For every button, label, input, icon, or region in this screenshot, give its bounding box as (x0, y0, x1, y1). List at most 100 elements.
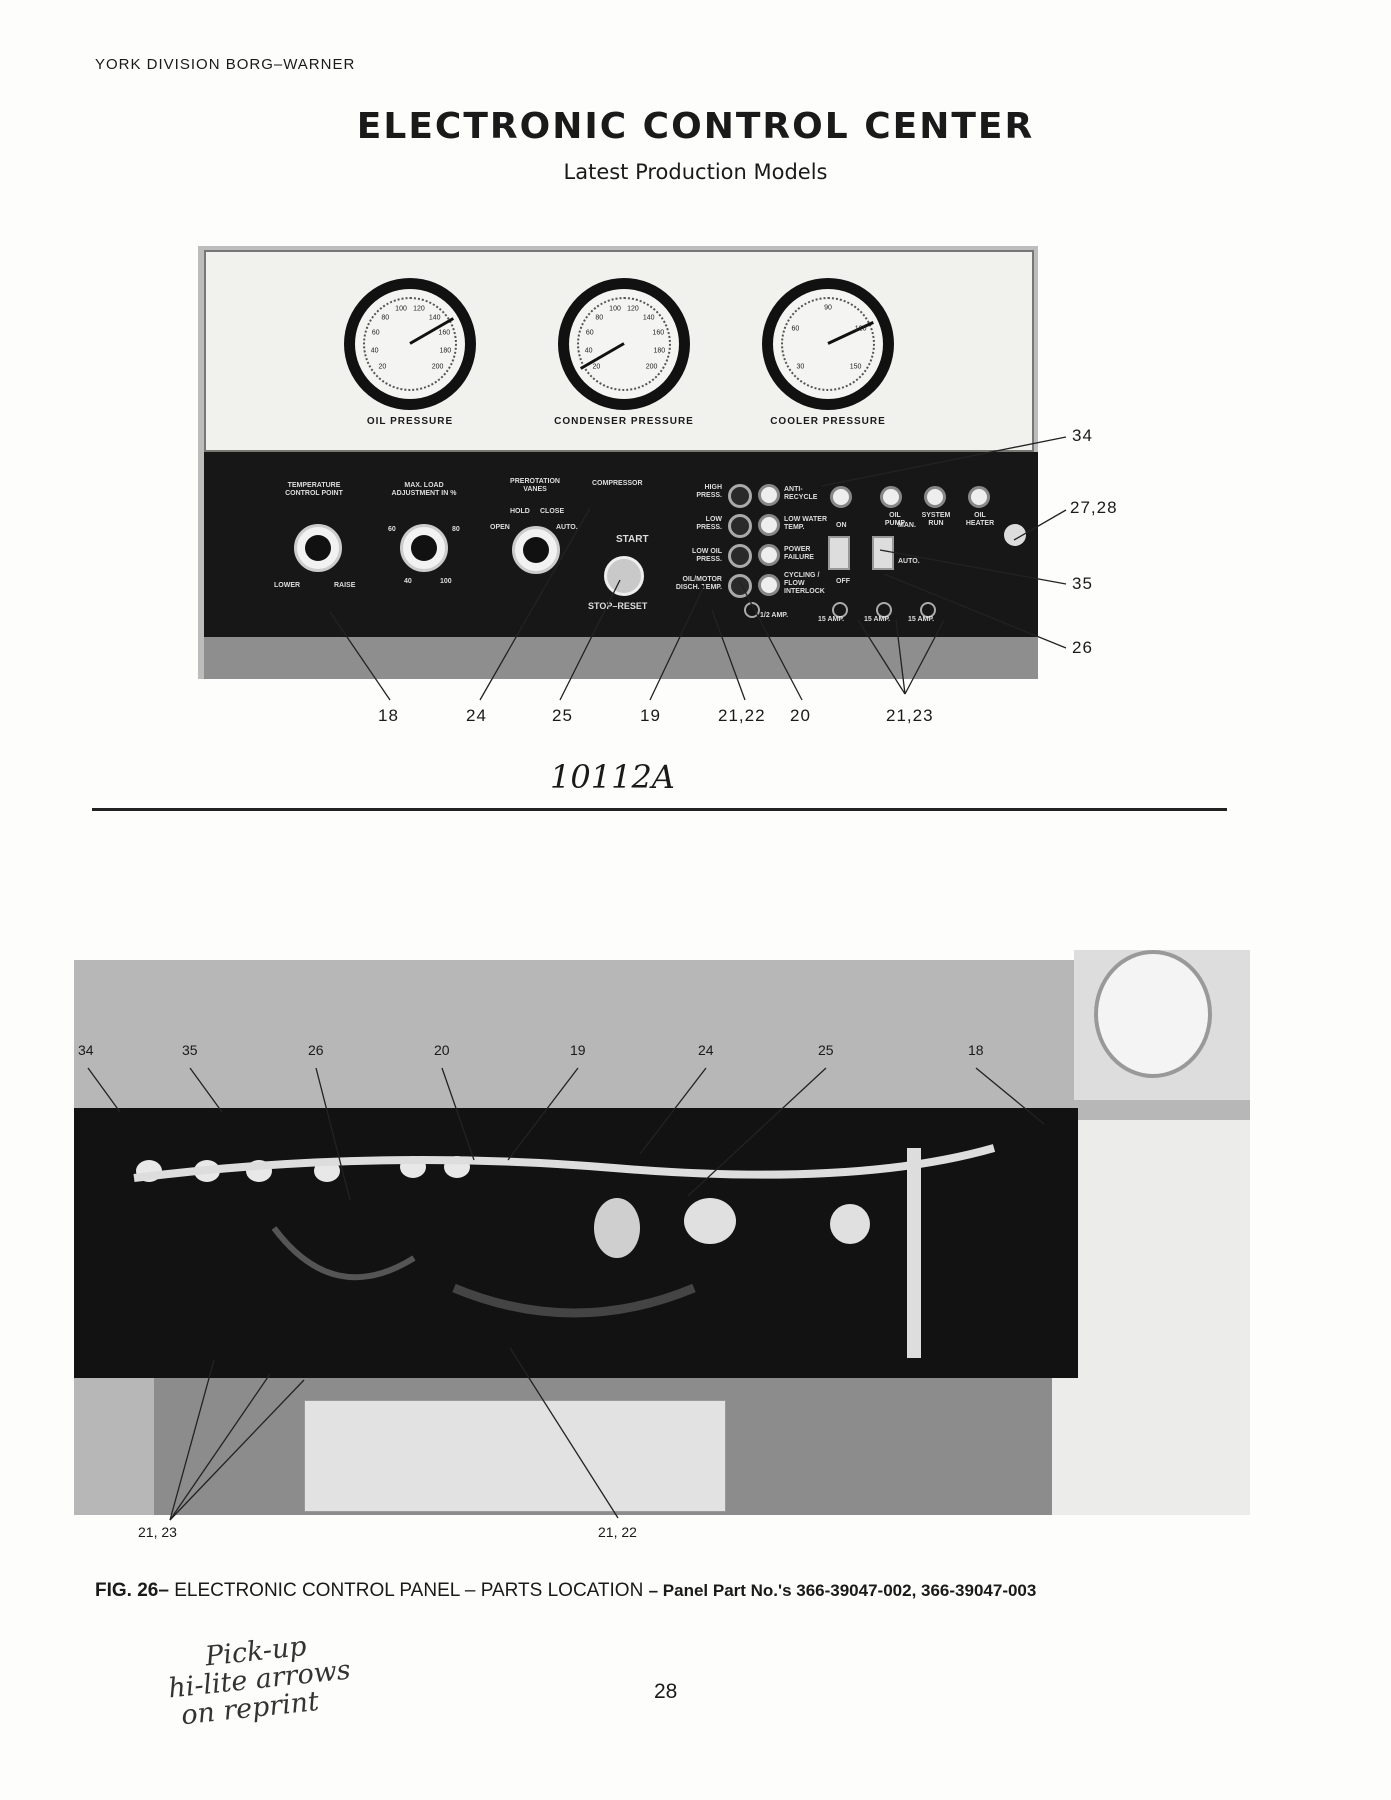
power-failure-lamp (758, 544, 780, 566)
fuse-15-amp-2-label: 15 AMP. (864, 616, 891, 623)
callout-24: 24 (466, 706, 487, 725)
fuse-15-amp-3-label: 15 AMP. (908, 616, 935, 623)
gauge-tick-label: 180 (653, 347, 666, 355)
component-right (830, 1204, 870, 1244)
lamp-34 (830, 486, 852, 508)
switch-off-label: OFF (836, 578, 850, 585)
lower-label: LOWER (274, 582, 301, 589)
system-run-label: SYSTEM RUN (921, 512, 951, 527)
rear-callout-35: 35 (182, 1042, 198, 1058)
fuse-half-amp-label: 1/2 AMP. (760, 612, 789, 619)
compressor-label: COMPRESSOR (592, 480, 643, 487)
gauge-tick-label: 40 (584, 347, 593, 355)
high-press-lamp (728, 484, 752, 508)
max-load-80: 80 (452, 526, 460, 533)
vanes-hold: HOLD (510, 508, 530, 515)
rear-callout-21-22: 21, 22 (598, 1524, 637, 1540)
anti-recycle-lamp (758, 484, 780, 506)
handwritten-code: 10112A (550, 758, 675, 796)
max-load-label: MAX. LOAD ADJUSTMENT IN % (391, 482, 457, 497)
rear-callout-18: 18 (968, 1042, 984, 1058)
rear-callout-25: 25 (818, 1042, 834, 1058)
rear-callout-21-23: 21, 23 (138, 1524, 177, 1540)
oil-pump-label: OIL PUMP (884, 512, 906, 527)
fuse-15-amp-1 (832, 602, 848, 618)
gauge-tick-label: 200 (431, 363, 444, 371)
caption-part-numbers: – Panel Part No.'s 366-39047-002, 366-39… (648, 1581, 1037, 1600)
callout-19: 19 (640, 706, 661, 725)
vanes-knob (512, 526, 560, 574)
vanes-close: CLOSE (540, 508, 565, 515)
oil-motor-label: OIL/MOTOR DISCH. TEMP. (675, 576, 722, 591)
gauge-tick-label: 80 (381, 314, 390, 322)
power-failure-label: POWER FAILURE (784, 546, 814, 561)
cycling-lamp (758, 574, 780, 596)
rear-panel-photo (74, 950, 1250, 1515)
callout-20: 20 (790, 706, 811, 725)
caption-fig: FIG. 26– (95, 1580, 169, 1601)
figure-caption: FIG. 26– ELECTRONIC CONTROL PANEL – PART… (95, 1580, 1036, 1602)
control-panel-face: TEMPERATURE CONTROL POINT LOWER RAISE MA… (204, 452, 1038, 637)
gauge-tick-label: 160 (438, 329, 451, 337)
gauge-tick-label: 140 (642, 314, 655, 322)
callout-18: 18 (378, 706, 399, 725)
max-load-100: 100 (440, 578, 452, 585)
low-oil-label: LOW OIL PRESS. (692, 548, 722, 563)
gauge-tick-label: 30 (796, 363, 805, 371)
gauge-tick-label: 40 (370, 347, 379, 355)
gauge-tick-label: 120 (413, 305, 425, 313)
callout-25: 25 (552, 706, 573, 725)
fuse-15-amp-1-label: 15 AMP. (818, 616, 845, 623)
fuse-15-amp-3 (920, 602, 936, 618)
raise-label: RAISE (334, 582, 356, 589)
cooler-pressure-label: COOLER PRESSURE (770, 416, 886, 427)
gauge-tick-label: 120 (854, 325, 867, 333)
vanes-open: OPEN (490, 524, 510, 531)
max-load-60: 60 (388, 526, 396, 533)
oil-heater-lamp (968, 486, 990, 508)
rear-callout-34: 34 (78, 1042, 94, 1058)
high-press-label: HIGH PRESS. (696, 484, 722, 499)
rear-panel-interior (74, 1108, 1078, 1378)
gauge-tick-label: 100 (395, 305, 407, 313)
gauge-tick-label: 80 (595, 314, 604, 322)
callout-27-28: 27,28 (1070, 498, 1118, 517)
oil-pump-lamp (880, 486, 902, 508)
temp-control-label: TEMPERATURE CONTROL POINT (285, 482, 343, 497)
oil-motor-lamp (728, 574, 752, 598)
rear-callout-26: 26 (308, 1042, 324, 1058)
gauge-tick-label: 140 (428, 314, 441, 322)
oil-pump-switch (828, 536, 850, 570)
callout-26: 26 (1072, 638, 1093, 657)
gauge-tick-label: 90 (824, 304, 832, 312)
temp-control-knob (294, 524, 342, 572)
gauge-tick-label: 60 (371, 329, 380, 337)
condenser-pressure-label: CONDENSER PRESSURE (554, 416, 694, 427)
page-number: 28 (654, 1680, 678, 1703)
anti-recycle-label: ANTI- RECYCLE (784, 486, 818, 501)
gauge-tick-label: 180 (439, 347, 452, 355)
rear-callout-19: 19 (570, 1042, 586, 1058)
fuse-15-amp-2 (876, 602, 892, 618)
low-oil-lamp (728, 544, 752, 568)
caption-text: ELECTRONIC CONTROL PANEL – PARTS LOCATIO… (168, 1580, 649, 1601)
low-water-label: LOW WATER TEMP. (784, 516, 828, 531)
page-title: ELECTRONIC CONTROL CENTER (356, 106, 1035, 147)
callout-21-22: 21,22 (718, 706, 766, 725)
page-subtitle: Latest Production Models (563, 160, 828, 184)
vanes-auto: AUTO. (556, 524, 578, 531)
callout-34: 34 (1072, 426, 1093, 445)
vanes-label: PREROTATION VANES (510, 478, 560, 493)
start-label: START (616, 534, 649, 545)
gauge-tick-label: 20 (592, 363, 601, 371)
rear-callout-20: 20 (434, 1042, 450, 1058)
gauge-tick-label: 20 (378, 363, 387, 371)
section-divider (92, 808, 1227, 811)
gauge-tick-label: 60 (585, 329, 594, 337)
gauge-tick-label: 120 (627, 305, 639, 313)
gauge-tick-label: 100 (609, 305, 621, 313)
gauge-tick-label: 150 (849, 363, 862, 371)
